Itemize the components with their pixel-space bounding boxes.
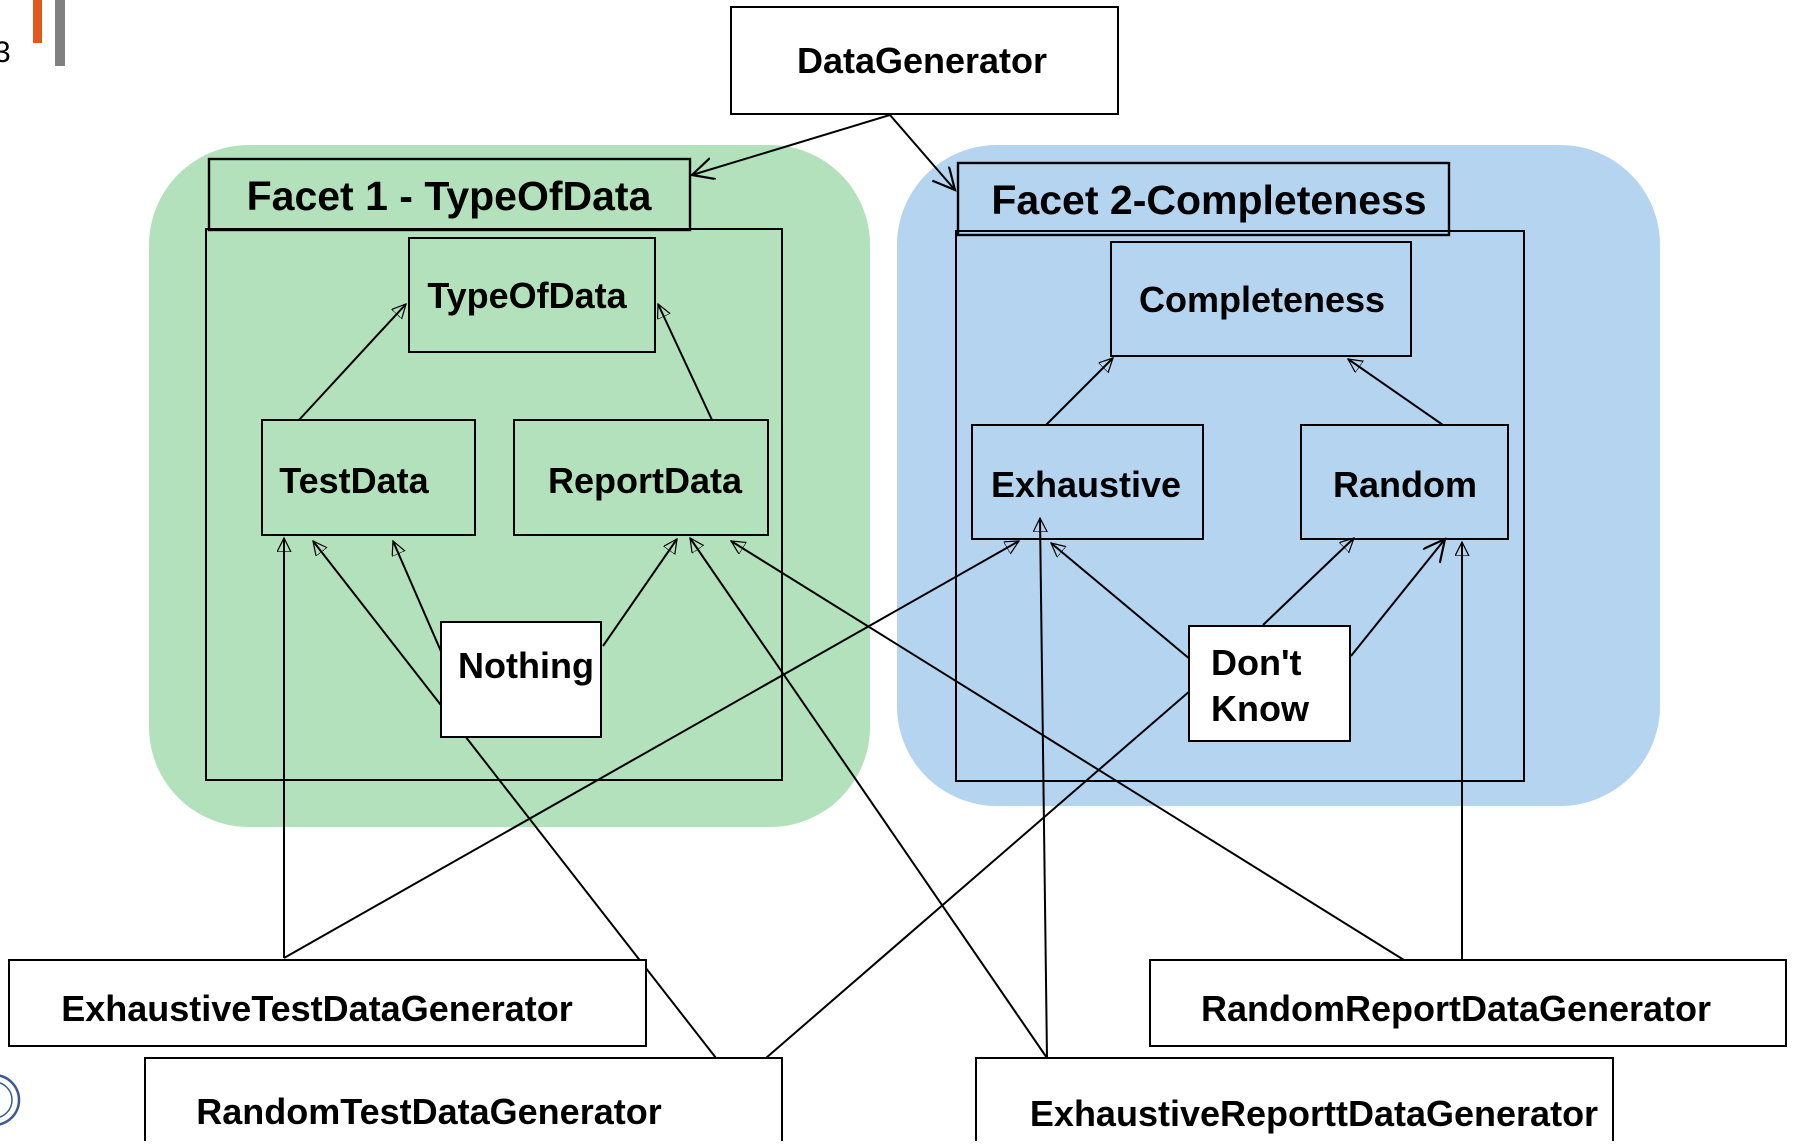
facet2-background xyxy=(897,145,1660,806)
random-label: Random xyxy=(1333,464,1477,505)
facet1-title: Facet 1 - TypeOfData xyxy=(207,157,692,232)
root-node: DataGenerator xyxy=(730,6,1119,115)
accent-bar-orange xyxy=(33,0,42,43)
dontknow-label-line1: Don't xyxy=(1211,642,1302,683)
dontknow-label-line2: Know xyxy=(1211,688,1310,729)
connectors xyxy=(283,114,1462,1059)
facet1-background xyxy=(149,145,870,827)
typeofdata-node: TypeOfData xyxy=(408,237,656,353)
random-node: Random xyxy=(1300,424,1509,540)
nothing-node: Nothing xyxy=(440,621,602,738)
edge-randtest-testdata xyxy=(313,541,717,1059)
edge-randtest-random xyxy=(765,689,1192,1059)
reportdata-label: ReportData xyxy=(548,460,743,501)
facet1-title-text: Facet 1 - TypeOfData xyxy=(247,173,653,219)
edge-dontknow-random-b xyxy=(1350,539,1445,657)
random-report-generator-label: RandomReportDataGenerator xyxy=(1201,988,1711,1029)
exhaustive-report-generator-node: ExhaustiveReporttDataGenerator xyxy=(975,1057,1614,1146)
exhaustive-test-generator-node: ExhaustiveTestDataGenerator xyxy=(8,959,647,1047)
dontknow-node: Don't Know xyxy=(1188,625,1351,742)
edge-nothing-testdata xyxy=(393,541,444,657)
typeofdata-label: TypeOfData xyxy=(427,275,627,316)
edge-randreport-reportdata xyxy=(731,540,1405,961)
edge-testdata-typeofdata xyxy=(298,304,406,421)
exhaustive-label: Exhaustive xyxy=(991,464,1181,505)
testdata-node: TestData xyxy=(261,419,476,536)
exhaustive-report-generator-label: ExhaustiveReporttDataGenerator xyxy=(1030,1093,1598,1134)
page-number: 3 xyxy=(0,36,11,69)
root-node-label: DataGenerator xyxy=(797,40,1047,81)
reportdata-node: ReportData xyxy=(513,419,769,536)
random-report-generator-node: RandomReportDataGenerator xyxy=(1149,959,1787,1047)
exhaustive-node: Exhaustive xyxy=(971,424,1204,540)
edge-exhreport-exhaustive xyxy=(1040,518,1047,1059)
edge-nothing-reportdata xyxy=(602,539,678,647)
university-seal-icon xyxy=(0,1074,21,1126)
edge-dontknow-random-a xyxy=(1262,538,1354,626)
accent-bar-gray xyxy=(55,0,65,66)
edge-exhreport-reportdata xyxy=(689,538,1048,1059)
exhaustive-test-generator-label: ExhaustiveTestDataGenerator xyxy=(61,988,573,1029)
facet2-title-text: Facet 2-Completeness xyxy=(991,177,1426,223)
completeness-label: Completeness xyxy=(1139,279,1385,320)
edge-random-completeness xyxy=(1348,358,1444,426)
edge-root-facet1 xyxy=(692,114,891,175)
edge-reportdata-typeofdata xyxy=(658,304,713,421)
edge-exhaustive-completeness xyxy=(1045,358,1113,426)
edge-dontknow-exhaustive xyxy=(1051,543,1192,661)
random-test-generator-node: RandomTestDataGenerator xyxy=(144,1057,783,1146)
testdata-label: TestData xyxy=(279,460,429,501)
edge-root-facet2 xyxy=(889,114,955,190)
nothing-label: Nothing xyxy=(458,645,594,686)
edge-exhtest-exhaustive xyxy=(283,540,1019,959)
completeness-node: Completeness xyxy=(1110,241,1412,357)
facet2-frame xyxy=(955,230,1525,782)
facet2-title: Facet 2-Completeness xyxy=(956,161,1451,237)
random-test-generator-label: RandomTestDataGenerator xyxy=(196,1091,661,1132)
